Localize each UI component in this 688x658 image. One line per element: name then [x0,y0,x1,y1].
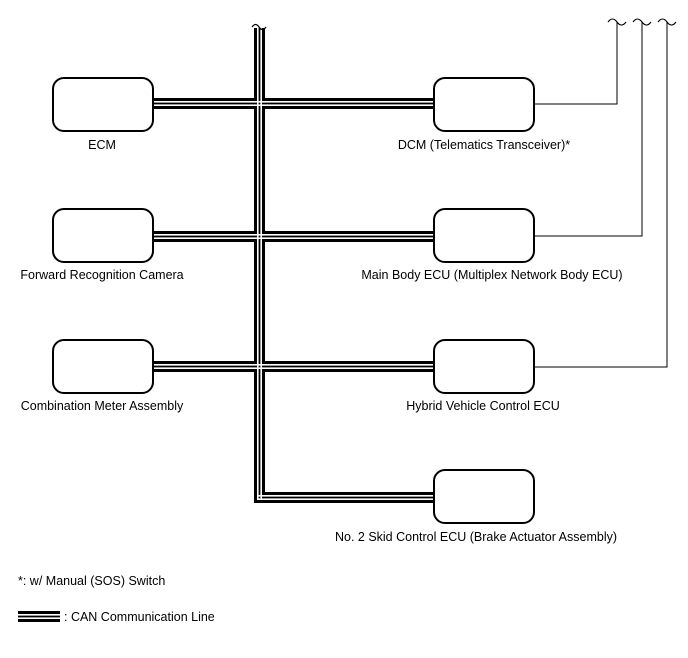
trunk-top-mask [250,20,270,28]
hybrid-vehicle-ecu-label: Hybrid Vehicle Control ECU [406,399,560,413]
can-main-trunk [254,28,265,503]
hybrid-line-break-mark [657,18,677,26]
main-body-ecu-label: Main Body ECU (Multiplex Network Body EC… [361,268,623,282]
body-ecu-signal-line [535,22,643,237]
legend-gap-bottom [18,617,60,619]
branch-1-gap-bottom [150,104,438,106]
branch-3-gap-top [150,364,438,366]
combination-meter-box [52,339,154,394]
trunk-gap-left [257,24,259,500]
body-line-break-mark [632,18,652,26]
legend-label: : CAN Communication Line [64,610,215,624]
can-branch-meter-hybrid [154,361,434,372]
legend-gap-top [18,614,60,616]
dcm-label: DCM (Telematics Transceiver)* [397,138,571,152]
branch-3-gap-bottom [150,367,438,369]
dcm-signal-line [535,22,618,105]
dcm-box [433,77,535,132]
combination-meter-label: Combination Meter Assembly [20,399,184,413]
branch-4-gap-bottom [257,498,438,500]
hybrid-vehicle-ecu-box [433,339,535,394]
footnote: *: w/ Manual (SOS) Switch [18,574,166,588]
trunk-break-mark [251,23,267,31]
forward-camera-label: Forward Recognition Camera [20,268,184,282]
branch-2-gap-top [150,234,438,236]
main-body-ecu-box [433,208,535,263]
can-branch-camera-body [154,231,434,242]
ecm-label: ECM [88,138,116,152]
ecm-box [52,77,154,132]
skid-control-ecu-box [433,469,535,524]
branch-4-gap-top [257,495,438,497]
trunk-gap-right [260,24,262,500]
can-branch-ecm-dcm [154,98,434,109]
branch-2-gap-bottom [150,237,438,239]
legend-line-sample [18,611,60,622]
can-branch-skid [260,492,434,503]
branch-1-gap-top [150,101,438,103]
forward-camera-box [52,208,154,263]
hybrid-ecu-signal-line [535,22,668,368]
dcm-line-break-mark [607,18,627,26]
skid-control-ecu-label: No. 2 Skid Control ECU (Brake Actuator A… [334,530,618,544]
